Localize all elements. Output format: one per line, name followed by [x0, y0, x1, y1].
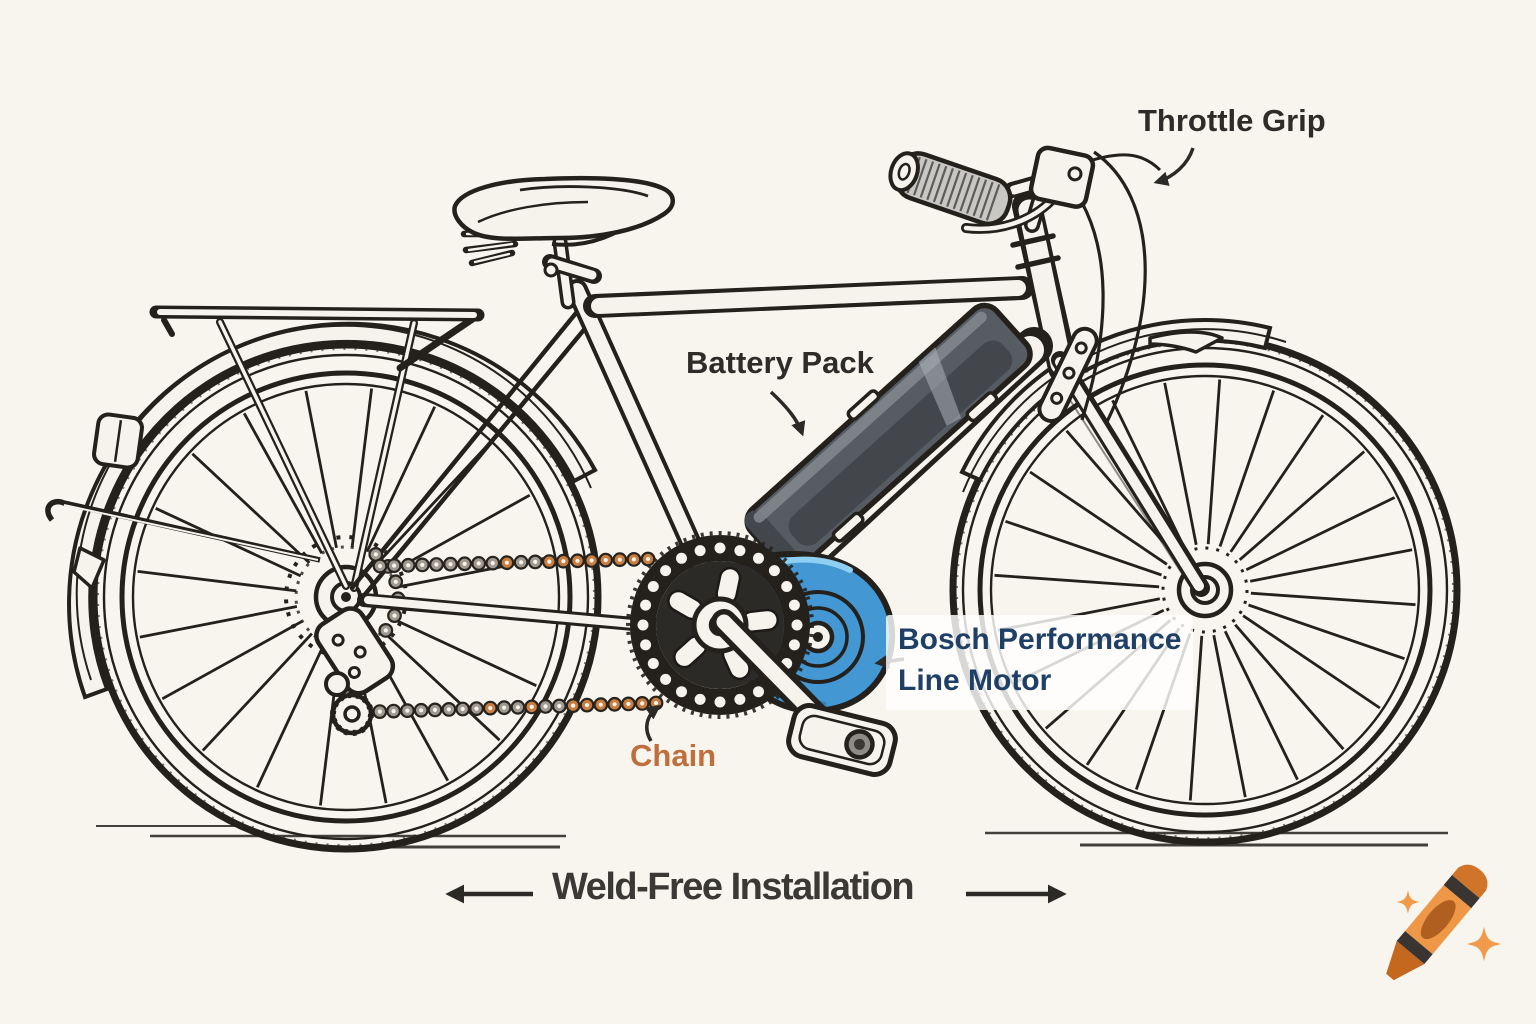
- label-battery-pack: Battery Pack: [686, 345, 874, 380]
- front-brake-caliper: [1037, 326, 1099, 424]
- battery-pack-arrow: [769, 390, 806, 437]
- fender-stay: [45, 499, 321, 563]
- handlebar: [888, 145, 1162, 425]
- label-motor: Bosch Performance Line Motor: [886, 615, 1194, 710]
- front-wheel: [949, 334, 1461, 846]
- sparkle-icon: [1396, 890, 1420, 914]
- rear-derailleur: [314, 606, 396, 736]
- rear-wheel: [90, 341, 602, 853]
- rear-light: [92, 412, 144, 470]
- saddle-shell: [452, 175, 675, 242]
- label-chain: Chain: [630, 738, 717, 773]
- throttle-grip-arrow: [1153, 147, 1195, 186]
- chainring-dots: [637, 542, 803, 708]
- crayon-logo: [1386, 864, 1502, 981]
- label-motor-line1: Bosch Performance: [898, 623, 1182, 656]
- pedal: [786, 703, 898, 777]
- crayon-icon: [1386, 864, 1488, 981]
- throttle-grip: [888, 151, 1013, 227]
- crank-arm: [711, 609, 898, 777]
- label-caption: Weld-Free Installation: [552, 866, 915, 908]
- chain-arrow: [644, 704, 661, 742]
- grip-ribs: [906, 156, 1001, 221]
- fork: [1037, 326, 1210, 597]
- front-fender: [959, 318, 1287, 493]
- label-throttle-grip: Throttle Grip: [1138, 103, 1326, 138]
- lever-bracket: [1028, 145, 1096, 209]
- saddle: [452, 175, 675, 310]
- seat-stays: [349, 299, 600, 601]
- rear-rack: [149, 305, 485, 592]
- fender-flap: [1148, 330, 1224, 354]
- mud-flap: [72, 546, 106, 590]
- label-motor-line2: Line Motor: [898, 664, 1052, 698]
- sparkle-icon: [1466, 926, 1502, 962]
- cable: [1093, 150, 1147, 425]
